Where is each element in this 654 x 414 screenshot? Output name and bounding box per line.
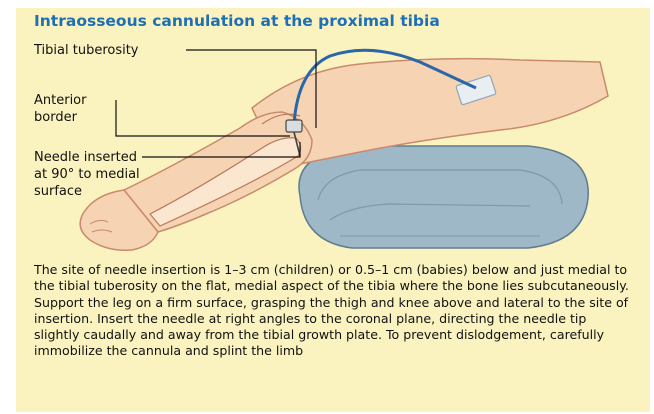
caption-text: The site of needle insertion is 1–3 cm (… bbox=[34, 262, 634, 360]
support-pillow-illustration bbox=[299, 146, 588, 248]
